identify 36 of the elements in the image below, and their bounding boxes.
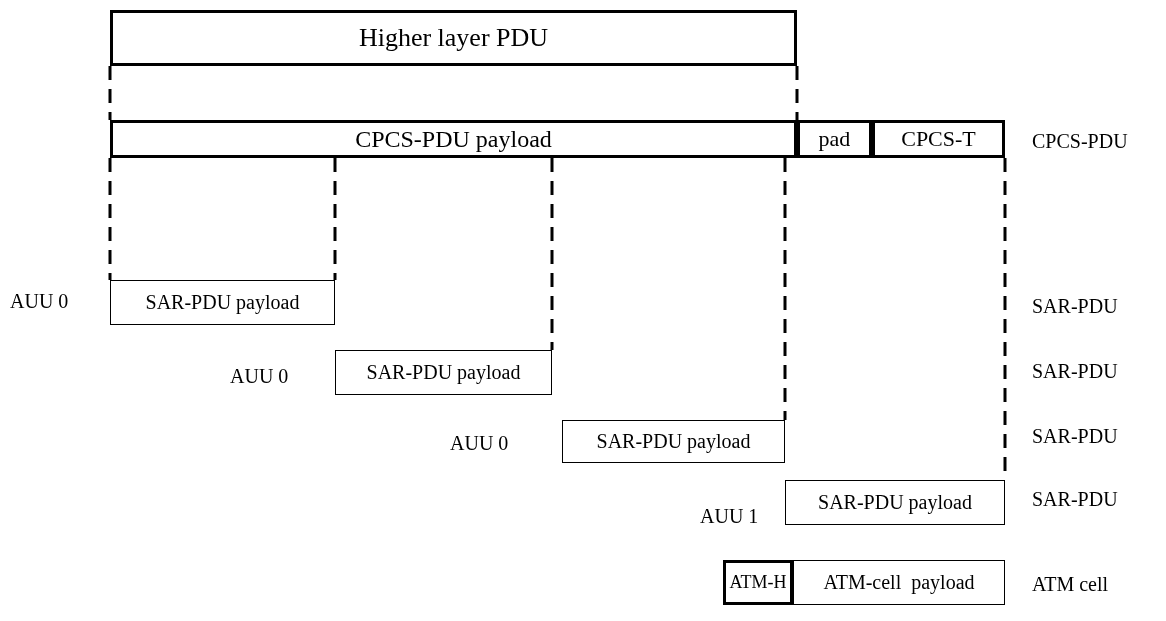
field-label: SAR-PDU payload xyxy=(818,491,972,514)
field-box xyxy=(793,560,1005,605)
field-label: CPCS-T xyxy=(901,126,976,152)
field-label: CPCS-PDU payload xyxy=(355,125,552,153)
row-label: SAR-PDU xyxy=(1032,360,1118,383)
row-label: SAR-PDU xyxy=(1032,488,1118,511)
dashed-mapping-line xyxy=(783,158,787,420)
row-label: CPCS-PDU xyxy=(1032,130,1128,153)
unit-label: AUU 0 xyxy=(10,290,69,313)
field-box xyxy=(797,120,872,158)
field-label: SAR-PDU payload xyxy=(596,430,751,453)
dashed-mapping-line xyxy=(108,66,112,120)
field-box xyxy=(785,480,1005,525)
field-box xyxy=(723,560,793,605)
dashed-mapping-line xyxy=(333,158,337,280)
field-label: ATM-H xyxy=(729,572,787,593)
field-label: SAR-PDU payload xyxy=(366,361,521,384)
field-label: SAR-PDU payload xyxy=(145,291,300,314)
field-label: ATM-cell payload xyxy=(823,571,975,594)
dashed-mapping-line xyxy=(108,158,112,280)
field-label: Higher layer PDU xyxy=(358,23,549,53)
row-label: SAR-PDU xyxy=(1032,295,1118,318)
unit-label: AUU 1 xyxy=(700,505,759,528)
unit-label: AUU 0 xyxy=(450,432,509,455)
field-label: pad xyxy=(818,126,851,152)
field-box xyxy=(110,120,797,158)
field-box xyxy=(335,350,552,395)
field-box xyxy=(562,420,785,463)
unit-label: AUU 0 xyxy=(230,365,289,388)
row-label: SAR-PDU xyxy=(1032,425,1118,448)
field-box xyxy=(110,280,335,325)
field-box xyxy=(872,120,1005,158)
dashed-mapping-line xyxy=(795,66,799,120)
dashed-mapping-line xyxy=(550,158,554,350)
row-label: ATM cell xyxy=(1032,573,1109,596)
field-box xyxy=(110,10,797,66)
